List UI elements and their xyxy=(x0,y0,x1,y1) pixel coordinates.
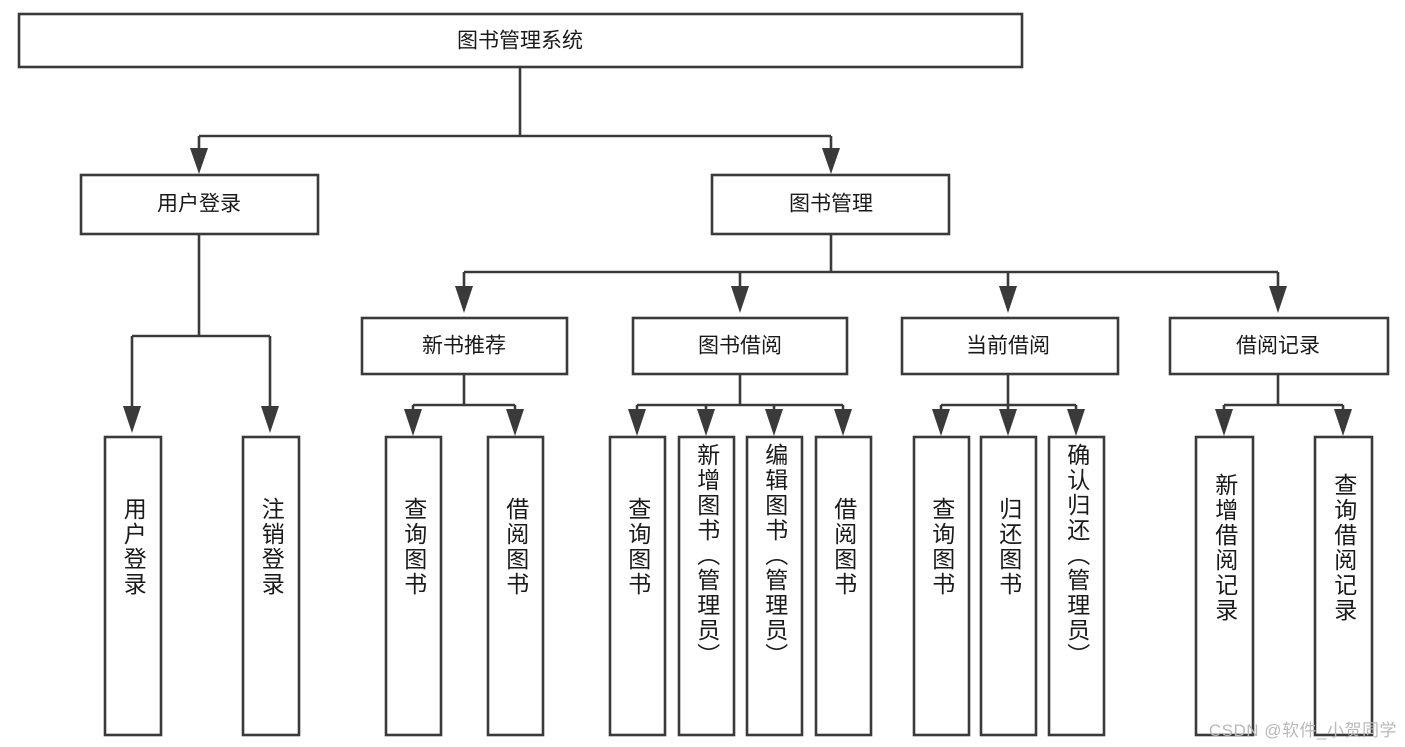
arrow-head-borrow-2 xyxy=(697,409,715,436)
node-label-book-manage: 图书管理 xyxy=(789,193,873,216)
node-box-root[interactable] xyxy=(17,12,1024,69)
node-label-book-borrow: 图书借阅 xyxy=(698,335,782,358)
arrow-head-current-2 xyxy=(999,409,1017,436)
node-label-root: 图书管理系统 xyxy=(457,30,583,53)
node-box-leaf-borrow-record-1[interactable] xyxy=(1313,435,1374,737)
node-box-leaf-current-borrow-0[interactable] xyxy=(912,435,971,737)
node-label-current-borrow: 当前借阅 xyxy=(966,335,1050,358)
arrow-head-root-2 xyxy=(822,148,840,174)
node-box-leaf-user-login-0[interactable] xyxy=(103,435,163,737)
arrow-head-user-login-2 xyxy=(261,406,279,433)
node-box-leaf-borrow-record-0[interactable] xyxy=(1194,435,1255,737)
arrow-head-current-1 xyxy=(932,409,950,436)
node-box-borrow-record[interactable] xyxy=(1168,316,1390,376)
arrow-head-record-1 xyxy=(1215,409,1233,436)
arrow-head-level3-2 xyxy=(731,286,749,313)
arrow-head-borrow-4 xyxy=(834,409,852,436)
arrow-head-level3-1 xyxy=(455,286,473,313)
arrow-head-recommend-1 xyxy=(404,409,422,436)
arrow-head-recommend-2 xyxy=(506,409,524,436)
arrow-head-level3-3 xyxy=(999,286,1017,313)
node-box-leaf-book-borrow-0[interactable] xyxy=(608,435,667,737)
node-label-user-login: 用户登录 xyxy=(157,193,241,216)
node-box-book-borrow[interactable] xyxy=(631,316,849,376)
watermark-text: CSDN @软件_小贺同学 xyxy=(1208,721,1397,740)
node-box-leaf-book-borrow-2[interactable] xyxy=(745,435,804,737)
node-box-leaf-current-borrow-2[interactable] xyxy=(1047,435,1106,737)
node-box-leaf-current-borrow-1[interactable] xyxy=(979,435,1038,737)
arrow-head-current-3 xyxy=(1067,409,1085,436)
arrow-head-level3-4 xyxy=(1269,286,1287,313)
node-box-new-book-recommend[interactable] xyxy=(360,316,569,376)
node-label-borrow-record: 借阅记录 xyxy=(1236,335,1320,358)
node-box-leaf-recommend-1[interactable] xyxy=(486,435,545,737)
arrow-head-borrow-3 xyxy=(765,409,783,436)
node-box-leaf-user-login-1[interactable] xyxy=(241,435,301,737)
arrow-head-borrow-1 xyxy=(628,409,646,436)
arrow-head-record-2 xyxy=(1334,409,1352,436)
node-box-current-borrow[interactable] xyxy=(900,316,1120,376)
node-box-leaf-book-borrow-3[interactable] xyxy=(814,435,873,737)
arrow-head-root-1 xyxy=(190,148,208,174)
arrow-head-user-login-1 xyxy=(123,406,141,433)
node-box-leaf-book-borrow-1[interactable] xyxy=(677,435,736,737)
node-box-leaf-recommend-0[interactable] xyxy=(384,435,443,737)
node-label-new-book-recommend: 新书推荐 xyxy=(422,335,506,358)
node-box-book-manage[interactable] xyxy=(710,173,951,236)
